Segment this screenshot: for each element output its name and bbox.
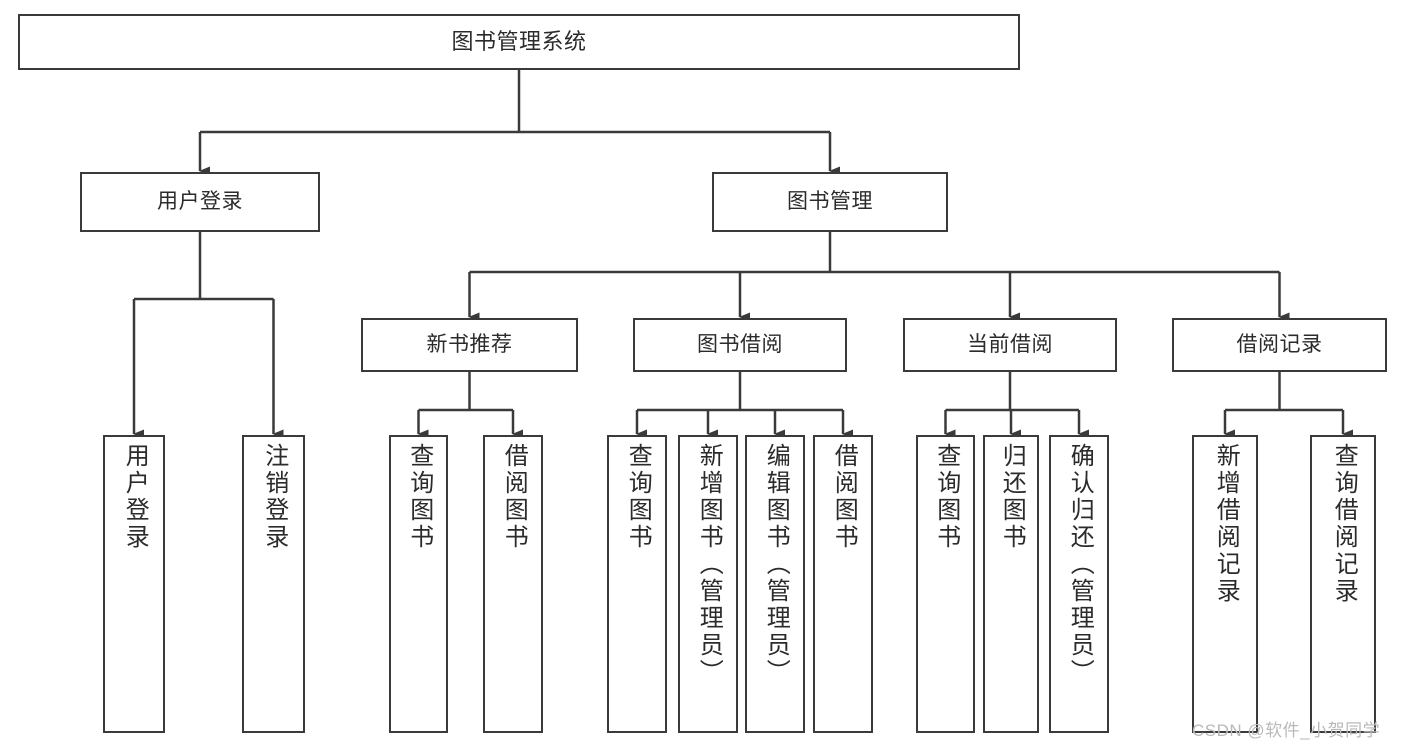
node-newbook[interactable]: 新书推荐	[361, 318, 578, 372]
node-label: 图书借阅	[697, 332, 783, 356]
node-c-confirm[interactable]: 确认归还（管理员）	[1049, 435, 1109, 733]
node-label: 查询借阅记录	[1330, 443, 1358, 605]
edge-group	[132, 70, 1353, 439]
node-current[interactable]: 当前借阅	[903, 318, 1117, 372]
node-root[interactable]: 图书管理系统	[18, 14, 1020, 70]
node-records[interactable]: 借阅记录	[1172, 318, 1387, 372]
node-b-query[interactable]: 查询图书	[607, 435, 667, 733]
node-label: 编辑图书（管理员）	[762, 443, 790, 686]
node-borrow[interactable]: 图书借阅	[633, 318, 847, 372]
node-n-query[interactable]: 查询图书	[389, 435, 448, 733]
node-label: 查询图书	[624, 443, 652, 551]
node-label: 归还图书	[998, 443, 1026, 551]
node-l-logout[interactable]: 注销登录	[242, 435, 305, 733]
node-b-lend[interactable]: 借阅图书	[813, 435, 873, 733]
node-label: 注销登录	[260, 443, 288, 551]
node-label: 借阅图书	[830, 443, 858, 551]
node-label: 用户登录	[121, 443, 149, 551]
node-r-add[interactable]: 新增借阅记录	[1192, 435, 1258, 733]
node-label: 新增借阅记录	[1212, 443, 1240, 605]
node-r-query[interactable]: 查询借阅记录	[1310, 435, 1376, 733]
node-label: 图书管理系统	[451, 29, 587, 55]
node-b-add[interactable]: 新增图书（管理员）	[678, 435, 738, 733]
node-b-edit[interactable]: 编辑图书（管理员）	[745, 435, 805, 733]
node-n-borrow[interactable]: 借阅图书	[483, 435, 543, 733]
node-label: 新增图书（管理员）	[695, 443, 723, 686]
node-c-query[interactable]: 查询图书	[916, 435, 975, 733]
node-label: 借阅记录	[1236, 332, 1323, 356]
node-label: 查询图书	[405, 443, 433, 551]
watermark: CSDN @软件_小贺同学	[1192, 721, 1381, 740]
node-label: 图书管理	[787, 189, 873, 213]
node-c-return[interactable]: 归还图书	[983, 435, 1039, 733]
node-login[interactable]: 用户登录	[80, 172, 320, 232]
node-label: 借阅图书	[500, 443, 528, 551]
node-label: 新书推荐	[426, 332, 513, 356]
node-l-login[interactable]: 用户登录	[103, 435, 165, 733]
node-label: 当前借阅	[967, 332, 1053, 356]
node-label: 查询图书	[932, 443, 960, 551]
node-label: 确认归还（管理员）	[1066, 443, 1094, 686]
node-label: 用户登录	[157, 189, 243, 213]
node-bookmgmt[interactable]: 图书管理	[712, 172, 948, 232]
